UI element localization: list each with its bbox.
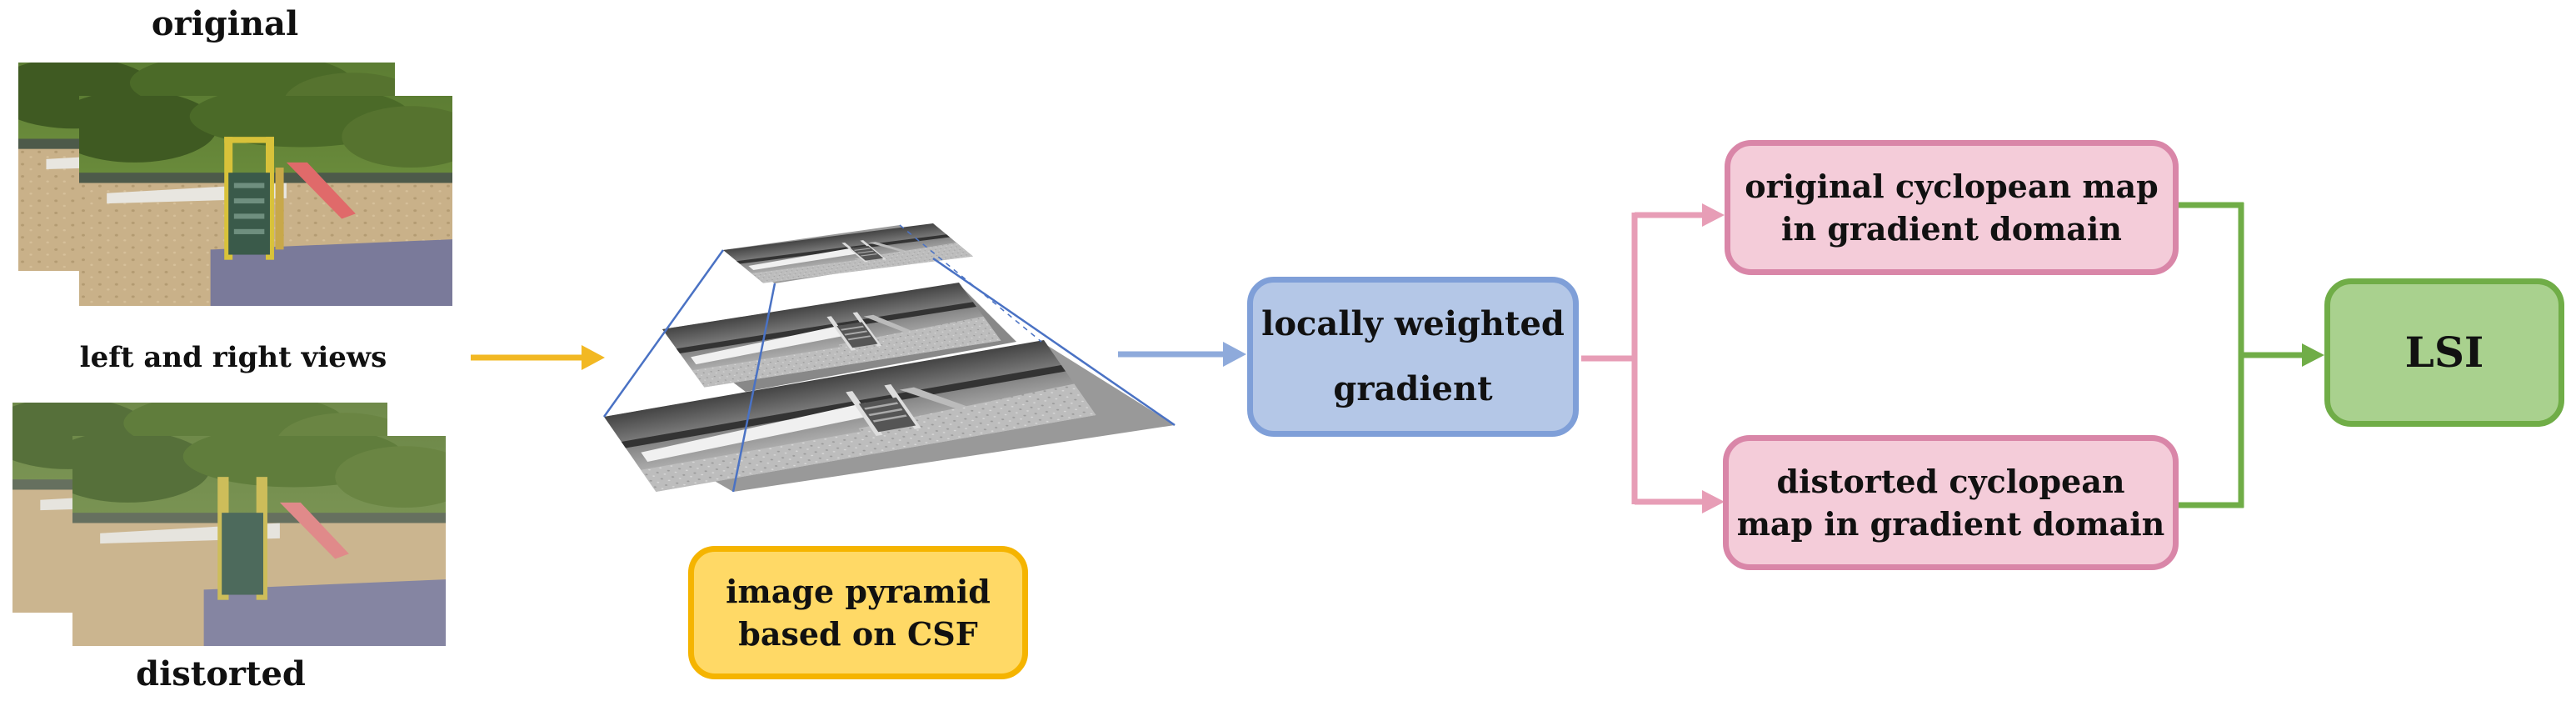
pyramid-caption-line2: based on CSF: [738, 615, 978, 653]
distorted-right-photo: [72, 436, 446, 646]
original-right-photo: [79, 96, 452, 306]
original-map-line2: in gradient domain: [1781, 210, 2122, 248]
distorted-map-line2: map in gradient domain: [1736, 505, 2165, 543]
yellow-arrow: [471, 345, 605, 370]
green-merge-arrows: [2179, 202, 2324, 508]
original-label: original: [151, 4, 299, 43]
image-pyramid: [602, 223, 1176, 493]
distorted-map-line1: distorted cyclopean: [1776, 462, 2125, 500]
blue-arrow: [1118, 342, 1246, 367]
locally-weighted-gradient-box: locally weighted gradient: [1247, 277, 1579, 437]
original-cyclopean-map-box: original cyclopean map in gradient domai…: [1725, 140, 2179, 275]
pink-fork-arrows: [1581, 203, 1725, 513]
distorted-cyclopean-map-box: distorted cyclopean map in gradient doma…: [1723, 435, 2179, 570]
lsi-output-box: LSI: [2324, 278, 2564, 427]
gradient-line2: gradient: [1333, 369, 1493, 408]
lsi-label: LSI: [2404, 328, 2484, 378]
pyramid-caption-line1: image pyramid: [726, 572, 991, 610]
left-right-views-label: left and right views: [79, 341, 387, 374]
gradient-line1: locally weighted: [1261, 304, 1565, 343]
original-map-line1: original cyclopean map: [1745, 167, 2159, 205]
distorted-label: distorted: [136, 654, 306, 693]
image-pyramid-caption: image pyramid based on CSF: [688, 546, 1028, 679]
